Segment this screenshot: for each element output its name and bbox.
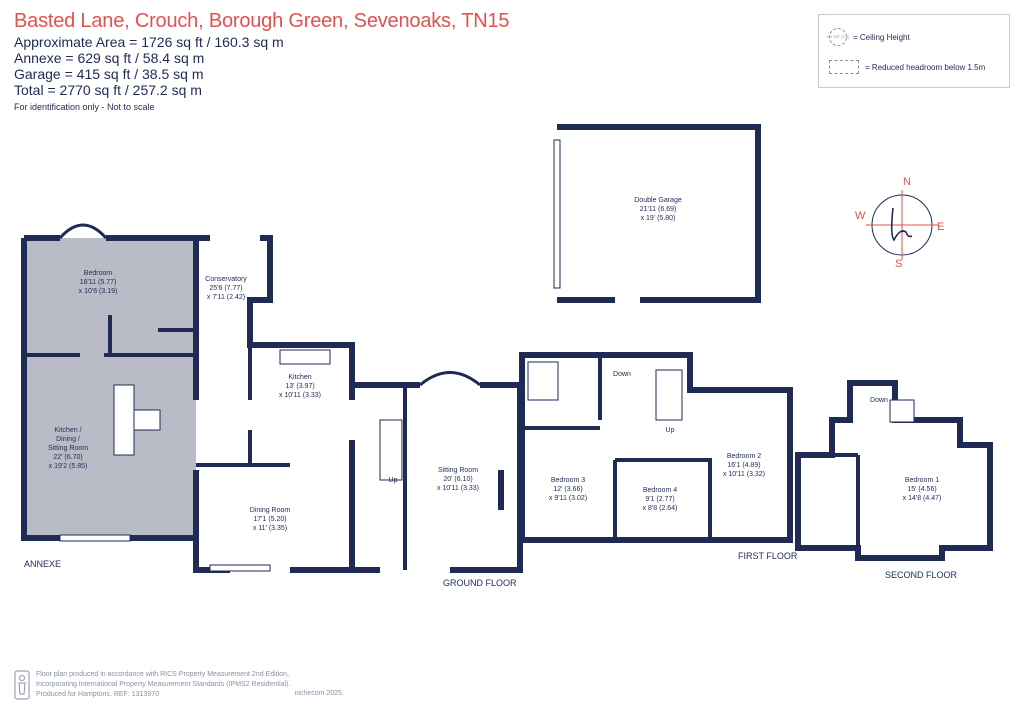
- kitchen-name: Kitchen: [288, 374, 311, 381]
- second-floor-plan: [795, 380, 993, 561]
- approximate-area: Approximate Area = 1726 sq ft / 160.3 sq…: [14, 34, 284, 50]
- bedroom1-dim1: 15' (4.56): [907, 486, 936, 493]
- first-outer-wall: [519, 352, 793, 543]
- footer-brand: nichecom 2025.: [294, 690, 344, 697]
- bedroom2-dim1: 16'1 (4.89): [727, 462, 760, 469]
- first-floor-plan: [519, 352, 793, 543]
- bedroom4-dim1: 9'1 (2.77): [645, 496, 674, 503]
- conservatory-name: Conservatory: [205, 276, 247, 283]
- sitting-bay-window: [419, 371, 481, 387]
- ground-sitting-wall: [352, 382, 523, 573]
- first-staircase: [655, 369, 683, 421]
- annexe-label: ANNEXE: [24, 559, 62, 569]
- second-floor-label: SECOND FLOOR: [885, 570, 958, 580]
- ceiling-height-icon: CH 8'5" (2.6): [827, 28, 849, 46]
- bedroom2-dim2: x 10'11 (3.32): [723, 471, 765, 478]
- footer: Floor plan produced in accordance with R…: [14, 670, 344, 700]
- dining-dim1: 17'1 (5.20): [253, 516, 286, 523]
- compass-east: E: [937, 221, 945, 233]
- ground-internal-walls: [196, 345, 290, 467]
- sitting-dim2: x 10'11 (3.33): [437, 485, 479, 492]
- room-labels: Bedroom 18'11 (5.77) x 10'6 (3.19) Kitch…: [48, 197, 941, 532]
- total-area: Total = 2770 sq ft / 257.2 sq m: [14, 82, 202, 98]
- dining-name: Dining Room: [250, 507, 291, 514]
- kitchen-annexe-name3: Sitting Room: [48, 445, 88, 452]
- reduced-headroom-icon: [829, 60, 859, 74]
- rics-person-icon: [14, 670, 30, 700]
- annexe-internal-walls: [24, 315, 196, 357]
- footer-line-1: Floor plan produced in accordance with R…: [36, 671, 289, 678]
- bedroom4-dim2: x 8'8 (2.64): [643, 505, 678, 512]
- stairs-up-first: Up: [666, 427, 675, 434]
- garage-dim1: 21'11 (6.69): [640, 206, 677, 213]
- legend-ceiling-label: = Ceiling Height: [853, 32, 910, 42]
- footer-text: Floor plan produced in accordance with R…: [36, 670, 290, 700]
- garage-name: Double Garage: [634, 197, 682, 204]
- legend-ceiling-row: CH 8'5" (2.6) = Ceiling Height: [827, 27, 910, 47]
- garage-area: Garage = 415 sq ft / 38.5 sq m: [14, 66, 204, 82]
- bedroom1-name: Bedroom 1: [905, 477, 939, 484]
- kitchen-dim2: x 10'11 (3.33): [279, 392, 321, 399]
- compass-west: W: [855, 210, 866, 222]
- bedroom3-name: Bedroom 3: [551, 477, 585, 484]
- kitchen-annexe-dim1: 22' (6.70): [53, 454, 82, 461]
- bedroom2-name: Bedroom 2: [727, 453, 761, 460]
- kitchen-annexe-name2: Dining /: [56, 436, 80, 443]
- bedroom3-dim2: x 9'11 (3.02): [549, 495, 587, 502]
- compass-cross: [866, 190, 938, 260]
- bedroom-annexe-dim1: 18'11 (5.77): [80, 279, 117, 286]
- kitchen-dim1: 13' (3.97): [285, 383, 314, 390]
- sitting-dim1: 20' (6.10): [443, 476, 472, 483]
- compass-south: S: [895, 258, 903, 270]
- garage-door: [553, 139, 561, 289]
- footer-line-3: Produced for Hamptons. REF: 1313970: [36, 691, 159, 698]
- stairs-down-first: Down: [613, 371, 631, 378]
- header: Basted Lane, Crouch, Borough Green, Seve…: [14, 8, 510, 112]
- bedroom1-dim2: x 14'8 (4.47): [903, 495, 942, 502]
- annexe-area: Annexe = 629 sq ft / 58.4 sq m: [14, 50, 205, 66]
- first-shower: [527, 361, 559, 401]
- bedroom4-name: Bedroom 4: [643, 487, 677, 494]
- garage-dim2: x 19' (5.80): [641, 215, 676, 222]
- sitting-name: Sitting Room: [438, 467, 478, 474]
- kitchen-units: [279, 349, 331, 365]
- ground-outer-wall: [193, 235, 355, 573]
- conservatory-dim1: 25'6 (7.77): [209, 285, 242, 292]
- legend-box: CH 8'5" (2.6) = Ceiling Height = Reduced…: [818, 14, 1010, 88]
- bedroom-annexe-dim2: x 10'6 (3.19): [79, 288, 118, 295]
- dining-window: [209, 564, 271, 572]
- annexe-worktop: [113, 384, 135, 456]
- ground-floor-plan: [193, 235, 523, 573]
- second-internal-walls: [832, 453, 860, 548]
- compass-north: N: [903, 176, 911, 188]
- bedroom-annexe-name: Bedroom: [84, 270, 113, 277]
- ground-floor-label: GROUND FLOOR: [443, 578, 517, 588]
- second-outer-wall: [795, 380, 993, 561]
- footer-line-2: Incorporating International Property Mea…: [36, 681, 291, 688]
- annexe-bay-window: [58, 223, 108, 240]
- dining-dim2: x 11' (3.35): [253, 525, 287, 532]
- kitchen-annexe-dim2: x 19'2 (5.85): [49, 463, 88, 470]
- stairs-up-ground: Up: [389, 477, 398, 484]
- compass-logo-icon: [890, 207, 913, 242]
- conservatory-dim2: x 7'11 (2.42): [207, 294, 245, 301]
- identification-note: For identification only - Not to scale: [14, 102, 155, 112]
- legend-reduced-label: = Reduced headroom below 1.5m: [865, 62, 986, 72]
- ground-staircase: [379, 419, 403, 481]
- annexe-window: [59, 534, 131, 542]
- legend-reduced-row: = Reduced headroom below 1.5m: [829, 57, 985, 77]
- annexe-floor-fill: [24, 238, 196, 538]
- annexe-plan: [21, 223, 199, 542]
- stairs-down-second: Down: [870, 397, 888, 404]
- garage-wall: [557, 124, 761, 303]
- kitchen-annexe-name1: Kitchen /: [54, 427, 81, 434]
- second-staircase: [889, 399, 915, 423]
- property-title: Basted Lane, Crouch, Borough Green, Seve…: [14, 10, 510, 32]
- fireplace: [498, 470, 504, 510]
- first-floor-label: FIRST FLOOR: [738, 551, 798, 561]
- first-internal-walls: [522, 355, 712, 540]
- bedroom3-dim1: 12' (3.66): [553, 486, 582, 493]
